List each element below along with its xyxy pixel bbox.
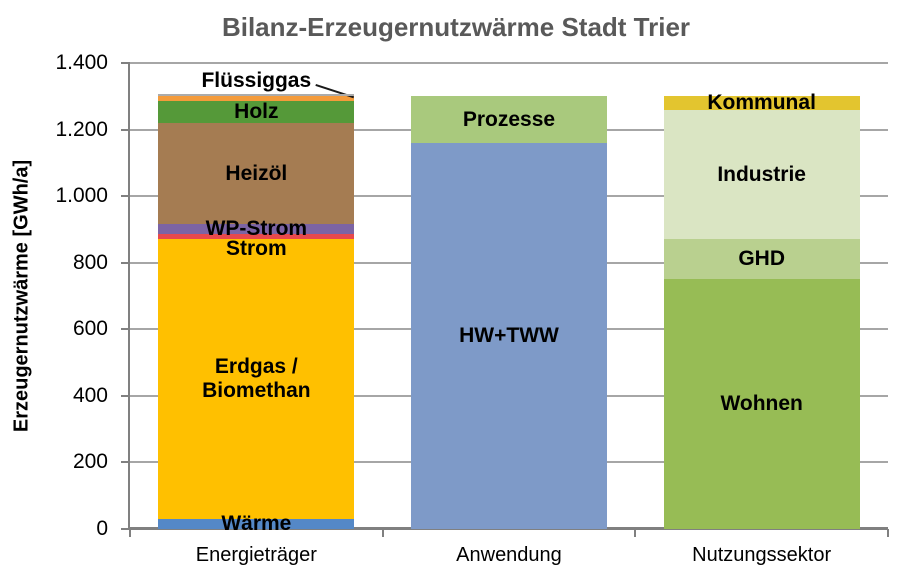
segment-label-outside: Flüssiggas xyxy=(201,69,312,93)
y-tick-mark xyxy=(121,394,130,397)
segment-label: HW+TWW xyxy=(459,323,559,347)
y-tick-label: 1.200 xyxy=(55,117,108,141)
x-category-label: Nutzungssektor xyxy=(692,544,832,566)
segment-heizöl xyxy=(158,122,355,225)
y-tick-label: 1.000 xyxy=(55,184,108,208)
segment-industrie xyxy=(663,109,860,240)
chart-title: Bilanz-Erzeugernutzwärme Stadt Trier xyxy=(221,12,691,42)
bar-segment xyxy=(158,93,355,97)
segment-label: Wärme xyxy=(221,512,292,535)
x-category-label: Anwendung xyxy=(456,544,562,566)
y-tick-label: 200 xyxy=(72,450,108,474)
segment-label: WP-Strom xyxy=(205,217,308,241)
gridline xyxy=(130,62,888,64)
y-tick-mark xyxy=(121,328,130,331)
x-tick-mark xyxy=(129,529,131,537)
segment-label: Holz xyxy=(234,100,279,124)
y-tick-label: 400 xyxy=(72,383,108,407)
y-tick-mark xyxy=(121,62,130,64)
segment-label: Wohnen xyxy=(720,392,803,416)
segment-wp-strom xyxy=(158,224,355,235)
segment-flüssiggas xyxy=(158,96,355,102)
segment-wärme xyxy=(158,519,355,529)
segment-label: Kommunal xyxy=(707,90,816,114)
x-tick-mark xyxy=(381,529,384,537)
segment-label: GHD xyxy=(738,247,785,271)
segment-wohnen xyxy=(663,279,860,529)
segment-holz xyxy=(158,101,355,123)
segment-label: Strom xyxy=(225,237,287,261)
y-tick-mark xyxy=(121,195,130,198)
segment-strom xyxy=(158,234,355,240)
x-tick-mark xyxy=(634,529,637,537)
x-category-label: Energieträger xyxy=(195,544,317,566)
segment-prozesse xyxy=(411,96,607,143)
y-axis-line xyxy=(128,63,130,529)
segment-kommunal xyxy=(663,96,860,110)
y-tick-label: 800 xyxy=(72,250,108,274)
y-tick-mark xyxy=(121,528,130,530)
segment-hw+tww xyxy=(411,142,607,529)
segment-label: Prozesse xyxy=(462,107,556,131)
y-tick-label: 600 xyxy=(72,317,108,341)
y-tick-mark xyxy=(121,128,130,131)
y-tick-mark xyxy=(121,461,130,464)
segment-ghd xyxy=(663,239,860,280)
x-tick-mark xyxy=(887,529,889,537)
segment-erdgas-biomethan xyxy=(158,239,355,519)
segment-label: Erdgas / Biomethan xyxy=(202,355,311,403)
y-tick-mark xyxy=(121,261,130,264)
y-tick-label: 1.400 xyxy=(55,51,108,74)
segment-label: Heizöl xyxy=(225,161,288,185)
y-tick-label: 0 xyxy=(96,517,108,540)
segment-label: Industrie xyxy=(717,162,806,186)
